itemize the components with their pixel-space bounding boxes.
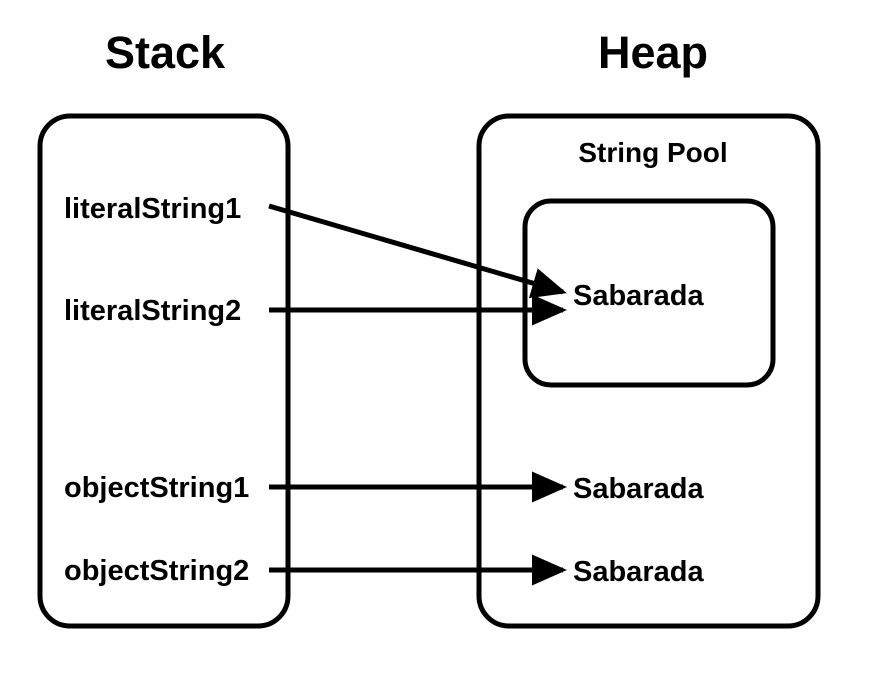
heap-title: Heap xyxy=(598,27,708,78)
stack-var-objectstring1: objectString1 xyxy=(64,472,249,504)
stack-container xyxy=(37,113,291,629)
stack-title: Stack xyxy=(105,27,226,78)
heap-value-pooled-sabarada: Sabarada xyxy=(573,280,704,312)
heap-value-sabarada-1: Sabarada xyxy=(573,473,704,505)
string-pool-box xyxy=(522,198,776,388)
heap-value-sabarada-2: Sabarada xyxy=(573,556,704,588)
stack-var-objectstring2: objectString2 xyxy=(64,555,249,587)
reference-arrow-literalstring1 xyxy=(268,203,567,299)
stack-var-literalstring2: literalString2 xyxy=(64,295,241,327)
heap-container xyxy=(476,113,821,629)
stack-var-literalstring1: literalString1 xyxy=(64,193,241,225)
string-pool-title: String Pool xyxy=(578,137,727,168)
